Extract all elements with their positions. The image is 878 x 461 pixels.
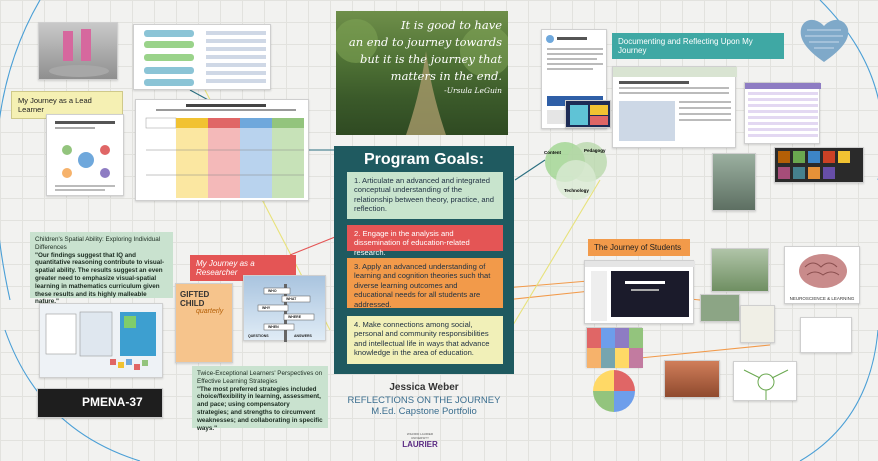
photo-worksheets[interactable] [740,305,775,343]
brain-icon [799,254,847,288]
presentation-preview [585,261,695,321]
photo-student-reading[interactable] [711,248,769,292]
pmena-label: PMENA-37 [82,395,143,409]
color-wheel[interactable] [586,370,642,412]
neuroscience-learning-image[interactable]: NEUROSCIENCE & LEARNING [784,246,860,304]
sign-what: WHAT [286,297,297,301]
photo-classroom[interactable] [712,153,756,211]
spreadsheet-preview [745,83,821,137]
sign-when: WHEN [268,325,279,329]
author-block: Jessica Weber REFLECTIONS ON THE JOURNEY… [334,382,514,417]
twice-exceptional-title: Twice-Exceptional Learners' Perspectives… [197,370,323,385]
label-journey-students[interactable]: The Journey of Students [588,239,690,256]
pmena-banner[interactable]: PMENA-37 [37,388,163,418]
venn-diagram [545,142,607,200]
doc-mindmap[interactable] [46,114,124,196]
screenshot-presentation[interactable] [584,260,695,324]
word-cloud-heart[interactable] [797,12,852,67]
quote-image[interactable]: It is good to have an end to journey tow… [336,11,508,135]
screenshot-spreadsheet[interactable] [744,82,821,144]
connector-yellow-right [509,179,601,331]
program-goals-panel[interactable]: Program Goals: 1. Articulate an advanced… [334,146,514,374]
goal-2[interactable]: 2. Engage in the analysis and disseminat… [347,225,503,257]
tpack-venn-diagram[interactable]: Content Pedagogy Technology [540,138,612,202]
blog-preview [613,67,737,141]
sign-answers: ANSWERS [294,334,312,338]
screenshot-webpage-small[interactable] [800,317,852,353]
quote-line-4: matters in the end. [390,69,502,83]
frame-arc-left-top [0,0,41,301]
program-goals-title: Program Goals: [363,151,485,168]
frame-arc-right-bottom [799,329,878,461]
sign-questions: QUESTIONS [248,334,269,338]
laurier-logo: WILFRID LAURIER UNIVERSITY LAURIER [398,432,442,452]
gifted-child-subtitle: quarterly [196,308,224,315]
connector-red [289,234,341,256]
heart-icon [800,19,849,62]
quote-line-2: an end to journey towards [348,35,502,49]
signpost-illustration [257,284,315,342]
photo-maps-activity[interactable] [664,360,720,398]
twice-exceptional-quote[interactable]: Twice-Exceptional Learners' Perspectives… [192,366,328,432]
goal-4[interactable]: 4. Make connections among social, person… [347,316,503,364]
sign-why: WHY [262,306,271,310]
spatial-ability-title: Children's Spatial Ability: Exploring In… [35,236,161,251]
quote-line-1: It is good to have [400,18,502,32]
connector-orange-3 [619,344,771,361]
mindmap-diagram [55,121,115,191]
quote-line-3: but it is the journey that [360,52,502,66]
spatial-ability-quote[interactable]: Children's Spatial Ability: Exploring In… [30,232,173,305]
sign-who: WHO [268,289,277,293]
goal-1[interactable]: 1. Articulate an advanced and integrated… [347,172,503,219]
screenshot-colorful-slide[interactable] [565,100,611,128]
frame-arc-right-top [819,0,878,180]
slide-preview [570,105,608,125]
boots-icon [49,29,109,77]
gifted-child-quarterly-cover[interactable]: GIFTED CHILD quarterly [175,283,233,363]
photo-grid-gallery[interactable] [774,147,864,183]
sign-where: WHERE [288,315,302,319]
graphic-colorful-grid[interactable] [586,327,643,368]
venn-label-pedagogy: Pedagogy [584,148,606,153]
doc-rubric-table[interactable] [135,99,309,201]
subtitle-reflections: REFLECTIONS ON THE JOURNEY [347,395,501,406]
color-wheel-graphic [593,370,635,412]
spatial-ability-text: "Our findings suggest that IQ and quanti… [35,251,165,306]
venn-label-technology: Technology [564,188,589,193]
neuroscience-label: NEUROSCIENCE & LEARNING [789,296,855,301]
laurier-logo-text: LAURIER [402,440,438,449]
goal-3[interactable]: 3. Apply an advanced understanding of le… [347,258,503,309]
screenshot-blog[interactable] [612,66,737,148]
colorful-grid [587,328,643,368]
author-name: Jessica Weber [389,382,459,393]
venn-label-content: Content [544,150,561,155]
subtitle-capstone: M.Ed. Capstone Portfolio [371,406,477,417]
photo-rain-puddle[interactable] [38,22,118,80]
forest-path-illustration [336,19,508,135]
photo-signpost[interactable]: WHO WHAT WHY WHERE WHEN QUESTIONS ANSWER… [243,275,326,342]
infographic-steps[interactable] [133,24,271,90]
diagram-sketch[interactable] [733,361,797,401]
quote-author: -Ursula LeGuin [444,86,502,95]
manipulatives-illustration [45,311,156,370]
steps-diagram [144,30,266,86]
gallery-grid [778,151,850,179]
sketch-diagram [743,369,789,400]
photo-math-manipulatives[interactable] [39,303,163,378]
gifted-child-title: GIFTED CHILD [180,290,210,308]
rubric-table [145,104,304,198]
connector-teal-right [514,159,546,181]
photo-student-working[interactable] [700,294,740,322]
label-documenting[interactable]: Documenting and Reflecting Upon My Journ… [612,33,784,59]
twice-exceptional-text: "The most preferred strategies included … [197,385,323,432]
